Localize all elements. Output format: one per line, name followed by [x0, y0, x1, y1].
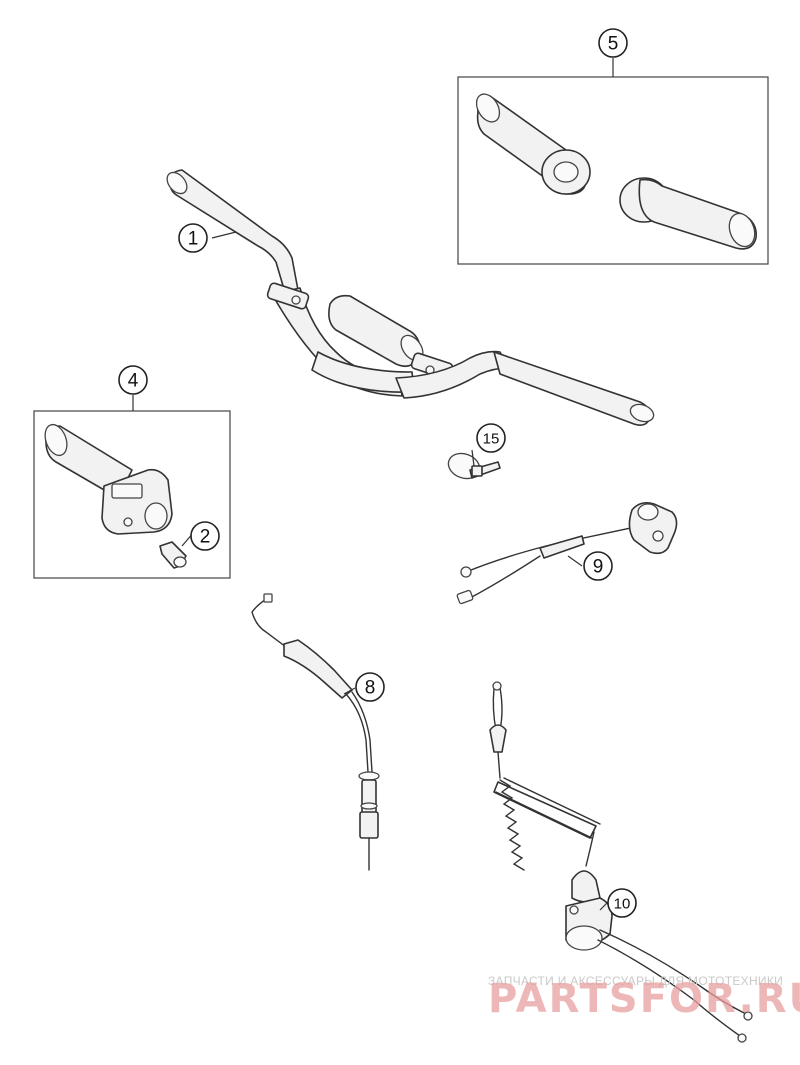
- callout-9: 9: [583, 551, 613, 581]
- watermark: ЗАПЧАСТИ И АКСЕССУАРЫ ДЛЯ МОТОТЕХНИКИ PA…: [488, 974, 800, 1022]
- callout-4-label: 4: [128, 371, 139, 392]
- callout-1-label: 1: [188, 229, 199, 250]
- callout-9-label: 9: [593, 557, 604, 578]
- callout-2-label: 2: [200, 527, 211, 548]
- watermark-tagline: ЗАПЧАСТИ И АКСЕССУАРЫ ДЛЯ МОТОТЕХНИКИ: [488, 974, 783, 988]
- right-grip-part[interactable]: [619, 177, 759, 250]
- callout-4: 4: [118, 365, 148, 395]
- callout-5: 5: [598, 28, 628, 58]
- callout-10-label: 10: [614, 896, 631, 913]
- callout-1: 1: [178, 223, 208, 253]
- throttle-cable-part[interactable]: [251, 593, 380, 871]
- callout-2: 2: [190, 521, 220, 551]
- throttle-grip-part[interactable]: [41, 422, 173, 535]
- watermark-logo: PARTSFOR.RU: [488, 976, 800, 1022]
- callout-8-label: 8: [365, 678, 376, 699]
- callout-15-label: 15: [483, 431, 500, 448]
- callout-5-label: 5: [608, 34, 619, 55]
- stop-switch-part[interactable]: [456, 502, 678, 605]
- throttle-assembly-frame: [33, 410, 231, 579]
- handlebar-part[interactable]: [163, 169, 656, 426]
- cable-tie-part[interactable]: [445, 449, 501, 482]
- callout-15: 15: [476, 423, 506, 453]
- screw-part[interactable]: [159, 541, 187, 569]
- kill-switch-lanyard-part[interactable]: [489, 681, 753, 1043]
- left-grip-part[interactable]: [472, 90, 591, 195]
- callout-8: 8: [355, 672, 385, 702]
- callout-10: 10: [607, 888, 637, 918]
